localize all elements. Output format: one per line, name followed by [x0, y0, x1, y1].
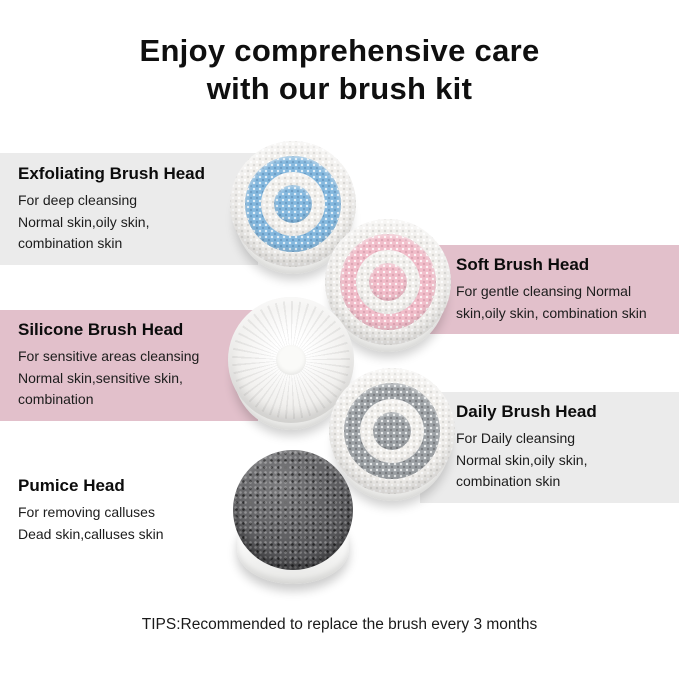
brush-gray-center	[373, 412, 411, 450]
soft-brush-image	[325, 219, 451, 352]
pumice-line-1: For removing calluses	[18, 504, 155, 520]
pumice-heading: Pumice Head	[18, 476, 125, 495]
pumice-line-2: Dead skin,calluses skin	[18, 525, 164, 542]
exfoliating-brush-image	[230, 141, 356, 274]
tips-text: TIPS:Recommended to replace the brush ev…	[141, 616, 538, 633]
section-daily: Daily Brush Head For Daily cleansing Nor…	[420, 392, 679, 503]
section-soft: Soft Brush Head For gentle cleansing Nor…	[420, 245, 679, 334]
daily-line-2: Normal skin,oily skin,	[456, 451, 588, 468]
page-title-line-2: with our brush kit	[206, 71, 473, 106]
silicone-line-2: Normal skin,sensitive skin,	[18, 369, 183, 386]
silicone-center	[276, 345, 306, 375]
silicone-line-1: For sensitive areas cleansing	[18, 348, 200, 364]
pumice-head-image	[233, 450, 353, 584]
soft-line-2: skin,oily skin, combination skin	[456, 304, 647, 321]
exfoliating-heading: Exfoliating Brush Head	[18, 164, 206, 183]
silicone-heading: Silicone Brush Head	[18, 320, 184, 339]
section-silicone: Silicone Brush Head For sensitive areas …	[0, 310, 258, 421]
daily-line-3: combination skin	[456, 473, 561, 489]
daily-brush-image	[329, 368, 455, 501]
silicone-brush-image	[228, 297, 354, 430]
soft-heading: Soft Brush Head	[456, 255, 590, 274]
daily-heading: Daily Brush Head	[456, 402, 597, 421]
soft-line-1: For gentle cleansing Normal	[456, 283, 632, 299]
exfoliating-line-2: Normal skin,oily skin,	[18, 213, 150, 230]
silicone-line-3: combination	[18, 391, 94, 407]
section-exfoliating: Exfoliating Brush Head For deep cleansin…	[0, 153, 258, 265]
page-title: Enjoy comprehensive care with our brush …	[0, 32, 679, 108]
exfoliating-line-3: combination skin	[18, 235, 123, 251]
brush-pink-center	[369, 263, 407, 301]
pumice-stone-surface	[233, 450, 353, 570]
page-title-line-1: Enjoy comprehensive care	[139, 33, 540, 68]
brush-blue-center	[274, 185, 312, 223]
exfoliating-line-1: For deep cleansing	[18, 192, 138, 208]
section-pumice: Pumice Head For removing calluses Dead s…	[18, 476, 248, 545]
daily-line-1: For Daily cleansing	[456, 430, 576, 446]
